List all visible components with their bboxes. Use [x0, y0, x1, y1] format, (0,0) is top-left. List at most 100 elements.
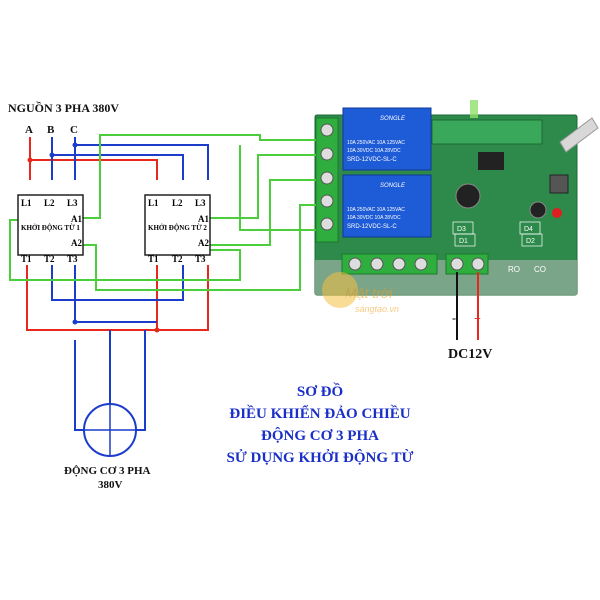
c2-L2: L2 [172, 198, 183, 208]
relay-2 [342, 174, 432, 238]
source-title: NGUỒN 3 PHA 380V [8, 100, 119, 115]
motor-label-1: ĐỘNG CƠ 3 PHA [64, 464, 151, 477]
d1-box [454, 233, 476, 247]
c2-A1: A1 [198, 214, 209, 224]
c2-T1: T1 [148, 254, 159, 264]
terminal-block-bottom [341, 253, 438, 275]
caption-line-4: SỬ DỤNG KHỞI ĐỘNG TỪ [227, 449, 414, 466]
c1-A2: A2 [71, 238, 82, 248]
screw [320, 147, 334, 161]
caption-line-1: SƠ ĐỒ [297, 382, 343, 400]
relay-1-rating-2: 10A 30VDC 10A 28VDC [347, 148, 401, 154]
c2-L3: L3 [195, 198, 206, 208]
co-label: CO [534, 265, 546, 274]
screw [471, 257, 485, 271]
c1-label: KHỞI ĐỘNG TỪ 1 [21, 224, 80, 232]
wiring [9, 134, 479, 431]
c1-T1: T1 [21, 254, 32, 264]
wire-phase-c-feed [75, 144, 209, 180]
screw [320, 217, 334, 231]
c2-T3: T3 [195, 254, 206, 264]
wire-a-return [26, 265, 209, 331]
junction-dot [72, 319, 78, 325]
screw [320, 194, 334, 208]
contactor-2: L1 L2 L3 A1 A2 KHỞI ĐỘNG TỪ 2 T1 T2 T3 [144, 194, 211, 264]
screw [414, 257, 428, 271]
junction-dot [72, 142, 78, 148]
relay-1-brand: SONGLE [380, 116, 406, 122]
d2-label: D2 [526, 238, 535, 245]
caption-line-2: ĐIỀU KHIỂN ĐẢO CHIỀU [229, 404, 410, 422]
relay-1-rating-1: 10A 250VAC 10A 125VAC [347, 140, 405, 146]
screw [392, 257, 406, 271]
c1-L2: L2 [44, 198, 55, 208]
caption-line-3: ĐỘNG CƠ 3 PHA [261, 427, 379, 444]
phase-b-label: B [47, 124, 55, 136]
led-red [552, 208, 562, 218]
wire-control-a1-1 [82, 134, 316, 219]
contactor-1-box [17, 194, 84, 256]
junction-dot [27, 157, 33, 163]
junctions [27, 142, 160, 333]
capacitor [455, 183, 481, 209]
wire-control-2 [82, 204, 316, 291]
wire-motor-1 [74, 340, 85, 431]
dc-minus: - [452, 311, 456, 325]
relay-2-rating-1: 10A 250VAC 10A 125VAC [347, 207, 405, 213]
contactor-1: L1 L2 L3 A1 A2 KHỞI ĐỘNG TỪ 1 T1 T2 T3 [17, 194, 84, 264]
relay-module: SONGLE 10A 250VAC 10A 125VAC 10A 30VDC 1… [314, 100, 599, 296]
ro-label: RO [508, 265, 520, 274]
c1-A1: A1 [71, 214, 82, 224]
phase-c-label: C [70, 124, 78, 136]
watermark-sun [322, 272, 358, 308]
push-button [549, 174, 569, 194]
wire-phase-b-feed [52, 154, 184, 180]
junction-dot [154, 327, 160, 333]
ic-chip [478, 152, 504, 170]
wire-b-out [51, 265, 184, 301]
screw [320, 171, 334, 185]
c1-L1: L1 [21, 198, 32, 208]
capacitor-small [529, 201, 547, 219]
relay-2-brand: SONGLE [380, 183, 406, 189]
relay-1 [342, 107, 432, 171]
d4-label: D4 [524, 226, 533, 233]
watermark-line-1: Mặt trời [345, 285, 393, 301]
c2-A2: A2 [198, 238, 209, 248]
c1-L3: L3 [67, 198, 78, 208]
receiver-board [431, 119, 543, 145]
wire-control-a1-2 [210, 154, 316, 219]
wire-phase-a-feed [30, 159, 158, 180]
watermark-logo: Mặt trời sángtạo.vn [322, 272, 399, 314]
led-green [470, 100, 478, 118]
c2-L1: L1 [148, 198, 159, 208]
watermark-line-2: sángtạo.vn [355, 304, 399, 314]
motor-label-2: 380V [98, 479, 123, 491]
wire-control-3 [210, 179, 316, 246]
c1-T3: T3 [67, 254, 78, 264]
wire-control-1 [9, 219, 241, 281]
c1-T2: T2 [44, 254, 55, 264]
relay-2-rating-2: 10A 30VDC 10A 28VDC [347, 215, 401, 221]
junction-dot [49, 152, 55, 158]
screw [348, 257, 362, 271]
d1-label: D1 [459, 238, 468, 245]
screw [320, 123, 334, 137]
relay-1-model: SRD-12VDC-SL-C [347, 157, 397, 163]
c2-label: KHỞI ĐỘNG TỪ 2 [148, 224, 207, 232]
dc-label: DC12V [448, 347, 492, 362]
screw [450, 257, 464, 271]
wire-control-4 [239, 145, 316, 231]
contactor-2-box [144, 194, 211, 256]
dc-plus: + [474, 311, 481, 325]
wire-c-out [74, 265, 157, 323]
d2-box [521, 233, 543, 247]
c2-T2: T2 [172, 254, 183, 264]
antenna [559, 117, 599, 153]
motor: ĐỘNG CƠ 3 PHA 380V [64, 403, 151, 491]
caption: SƠ ĐỒ ĐIỀU KHIỂN ĐẢO CHIỀU ĐỘNG CƠ 3 PHA… [227, 382, 414, 466]
wire-motor-3 [135, 330, 146, 431]
screw [370, 257, 384, 271]
